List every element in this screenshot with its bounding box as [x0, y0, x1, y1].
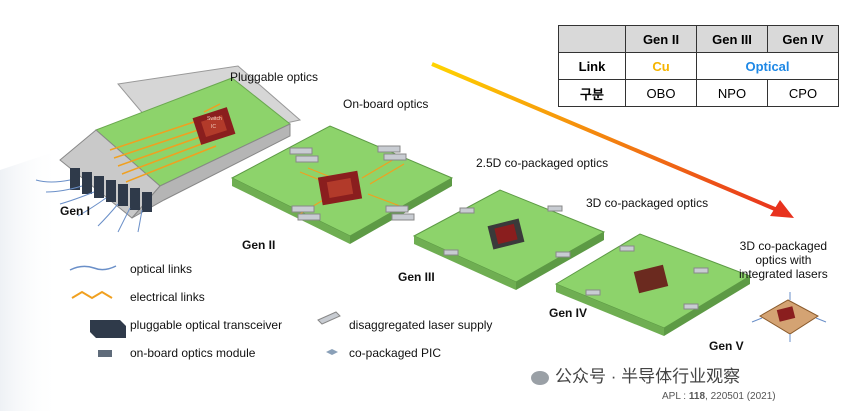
legend-electrical-links: electrical links — [130, 290, 205, 304]
legend-laser-supply: disaggregated laser supply — [349, 318, 493, 332]
legend-cpo-pic: co-packaged PIC — [349, 346, 442, 360]
gen2-onboard-board — [230, 125, 454, 244]
table-row-label: 구분 — [558, 79, 626, 107]
table-header-cell: Gen II — [625, 25, 697, 53]
legend-obo-module: on-board optics module — [130, 346, 256, 360]
legend-electrical-link-icon — [71, 290, 113, 300]
table-header-cell: Gen IV — [767, 25, 839, 53]
legend-optical-links: optical links — [130, 262, 193, 276]
legend-pluggable-transceiver-icon — [90, 320, 126, 338]
gen3-cpo25d-board — [412, 189, 606, 290]
wechat-icon — [531, 370, 549, 385]
chip-label-switch: Switch — [207, 116, 222, 122]
table-cell: NPO — [696, 79, 768, 107]
wechat-watermark: 公众号 · 半导体行业观察 — [531, 362, 740, 387]
table-cell-optical: Optical — [696, 52, 839, 80]
gen-label-1: Gen I — [60, 204, 91, 218]
citation: APL : 118, 220501 (2021) — [662, 391, 776, 402]
table-cell-cu: Cu — [625, 52, 697, 80]
table-row: 구분 OBO NPO CPO — [558, 79, 839, 107]
gen4-cpo3d-board — [554, 233, 752, 336]
gen-label-5: Gen V — [709, 339, 744, 353]
table-header-row: Gen II Gen III Gen IV — [558, 25, 839, 53]
gen-label-2: Gen II — [242, 238, 276, 252]
background-shape — [0, 150, 60, 411]
gen-label-4: Gen IV — [549, 306, 588, 320]
table-cell: CPO — [767, 79, 839, 107]
stage-label-cpo3d-lasers: 3D co-packaged optics with integrated la… — [739, 239, 828, 281]
legend-optical-link-icon — [69, 265, 117, 271]
table-corner-cell — [558, 25, 626, 53]
generation-table: Gen II Gen III Gen IV Link Cu Optical 구분… — [558, 25, 839, 107]
gen-label-3: Gen III — [398, 270, 435, 284]
legend-pic-icon — [326, 349, 338, 355]
legend-pluggable-transceiver: pluggable optical transceiver — [130, 318, 283, 332]
table-row: Link Cu Optical — [558, 52, 839, 80]
table-row-label: Link — [558, 52, 626, 80]
gen5-cpo3d-lasers-package — [751, 292, 827, 342]
chip-label-ic: IC — [211, 124, 216, 130]
stage-label-onboard: On-board optics — [343, 97, 429, 111]
table-header-cell: Gen III — [696, 25, 768, 53]
table-cell: OBO — [625, 79, 697, 107]
legend-obo-module-icon — [98, 350, 112, 357]
progression-arrow — [431, 62, 794, 218]
gen1-pluggable-board — [35, 65, 302, 233]
stage-label-cpo3d: 3D co-packaged optics — [586, 196, 709, 210]
legend-laser-supply-icon — [317, 311, 341, 325]
stage-label-pluggable: Pluggable optics — [230, 70, 319, 84]
stage-label-cpo25d: 2.5D co-packaged optics — [476, 156, 609, 170]
